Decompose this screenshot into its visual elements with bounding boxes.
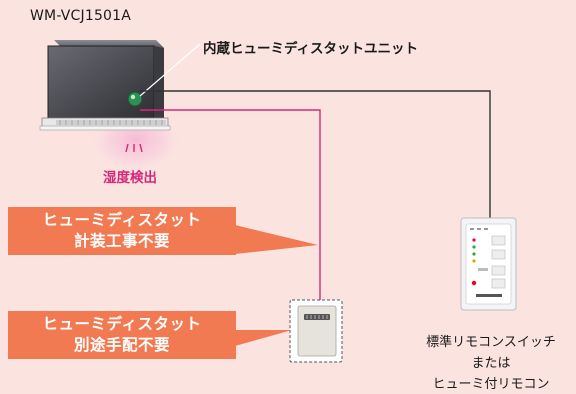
- humidistat-unit-label: 内蔵ヒューミディスタットユニット: [203, 41, 419, 57]
- humidistat-sensor-icon: [127, 91, 143, 107]
- remote-caption: 標準リモコンスイッチ または ヒューミ付リモコン: [405, 332, 576, 394]
- humidity-detect-label: 湿度検出: [103, 170, 157, 186]
- remote-caption-line1: 標準リモコンスイッチ: [426, 335, 556, 350]
- humidity-wave-icon: [125, 143, 143, 153]
- callout-1: [8, 207, 318, 255]
- callout-2-line2: 別途手配不要: [73, 336, 170, 354]
- remote-wire: [140, 90, 491, 220]
- ventilation-unit: [39, 40, 171, 131]
- remote-caption-line2: または: [471, 356, 511, 371]
- callout-2: [8, 311, 292, 359]
- remote-caption-line3: ヒューミ付リモコン: [432, 377, 550, 392]
- remote-sensor-box: [289, 299, 343, 363]
- callout-1-text: ヒューミディスタット 計装工事不要: [8, 210, 236, 252]
- callout-1-line2: 計装工事不要: [73, 232, 170, 250]
- unit-label-leader: [139, 43, 201, 97]
- remote-switch-icon: [460, 217, 517, 311]
- callout-2-text: ヒューミディスタット 別途手配不要: [8, 314, 236, 356]
- sensor-wire: [140, 109, 321, 305]
- model-number: WM-VCJ1501A: [30, 8, 132, 24]
- callout-1-line1: ヒューミディスタット: [42, 211, 202, 229]
- callout-2-line1: ヒューミディスタット: [42, 315, 202, 333]
